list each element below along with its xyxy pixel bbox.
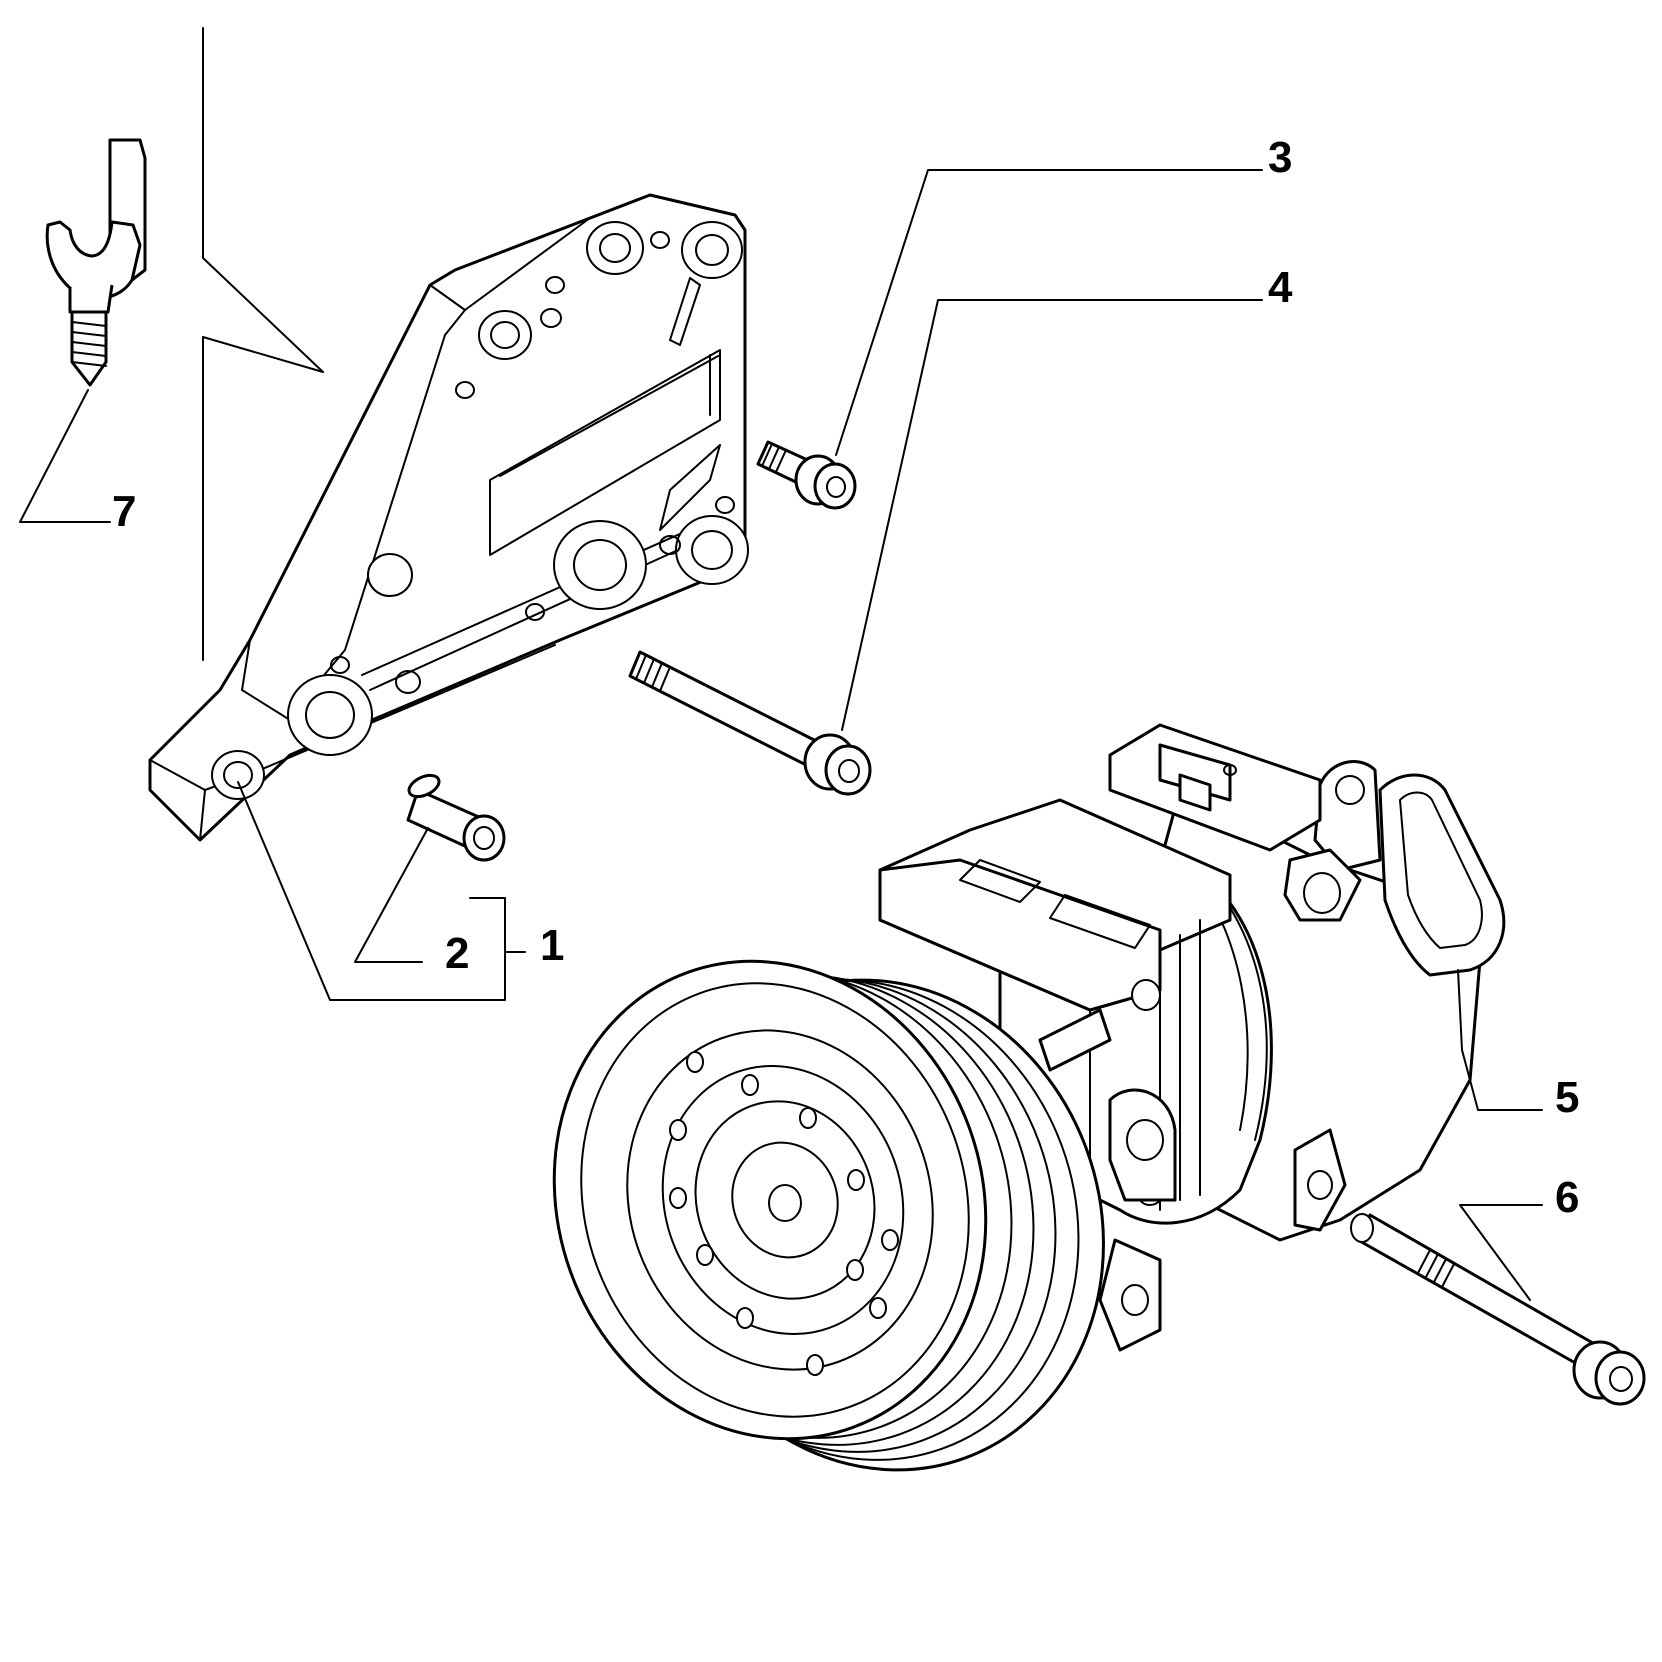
part-3-screw <box>756 440 857 510</box>
leader-5 <box>1457 969 1543 1111</box>
part-4-long-screw <box>628 650 872 796</box>
leader-3 <box>835 169 1263 456</box>
callout-3: 3 <box>1268 133 1292 182</box>
callout-4: 4 <box>1268 263 1293 312</box>
leader-7 <box>19 389 111 523</box>
leader-6 <box>1459 1204 1543 1301</box>
callout-2: 2 <box>445 929 469 978</box>
part-7-clip-screw <box>45 138 147 387</box>
callout-6: 6 <box>1555 1173 1579 1222</box>
section-cut-lines <box>202 27 324 661</box>
callout-5: 5 <box>1555 1073 1579 1122</box>
callout-labels: 1 2 3 4 5 6 7 <box>112 133 1579 1222</box>
part-6-bolt <box>1350 1213 1646 1406</box>
leader-1 <box>237 781 506 1001</box>
part-1-bracket <box>148 193 749 842</box>
leader-4 <box>841 299 1263 731</box>
callout-1: 1 <box>540 921 564 970</box>
leader-lines <box>19 169 1543 1301</box>
leader-2 <box>354 827 429 963</box>
callout-7: 7 <box>112 487 136 536</box>
part-2-bushing <box>406 773 506 862</box>
part-5-compressor <box>552 723 1506 1472</box>
